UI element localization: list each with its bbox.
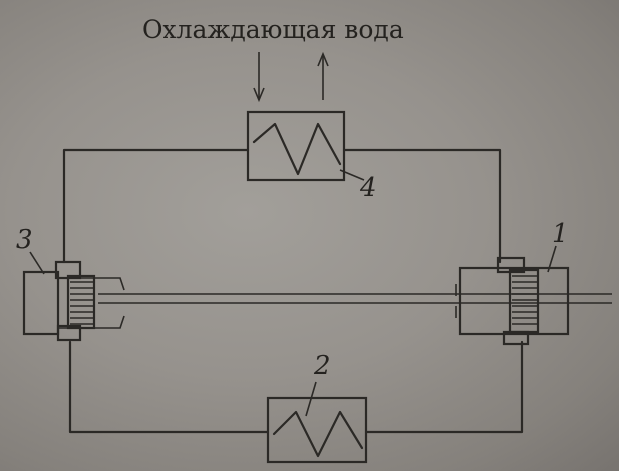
- evaporator-label: 1: [552, 219, 569, 249]
- inflow-arrow: [253, 52, 265, 103]
- cooling-water-title: Охлаждающая вода: [142, 15, 404, 44]
- condenser-leader-line: [29, 251, 45, 275]
- condenser-unit: [22, 260, 125, 342]
- bottom-right-pipe: [364, 340, 524, 434]
- heater-exchanger: [266, 396, 368, 464]
- evaporator-unit: [455, 256, 570, 346]
- top-left-pipe: [62, 148, 250, 264]
- cooler-exchanger: [246, 110, 346, 182]
- bottom-left-pipe: [68, 340, 270, 434]
- heater-label: 2: [313, 351, 331, 381]
- evaporator-leader-line: [547, 245, 557, 273]
- top-right-pipe: [342, 148, 502, 264]
- outflow-arrow: [317, 51, 329, 100]
- condenser-label: 3: [16, 225, 33, 255]
- cooler-label: 4: [359, 173, 377, 203]
- cooler-leader-line: [339, 169, 365, 181]
- heater-leader-line: [305, 381, 317, 417]
- heat-pipe-rod: [98, 293, 612, 304]
